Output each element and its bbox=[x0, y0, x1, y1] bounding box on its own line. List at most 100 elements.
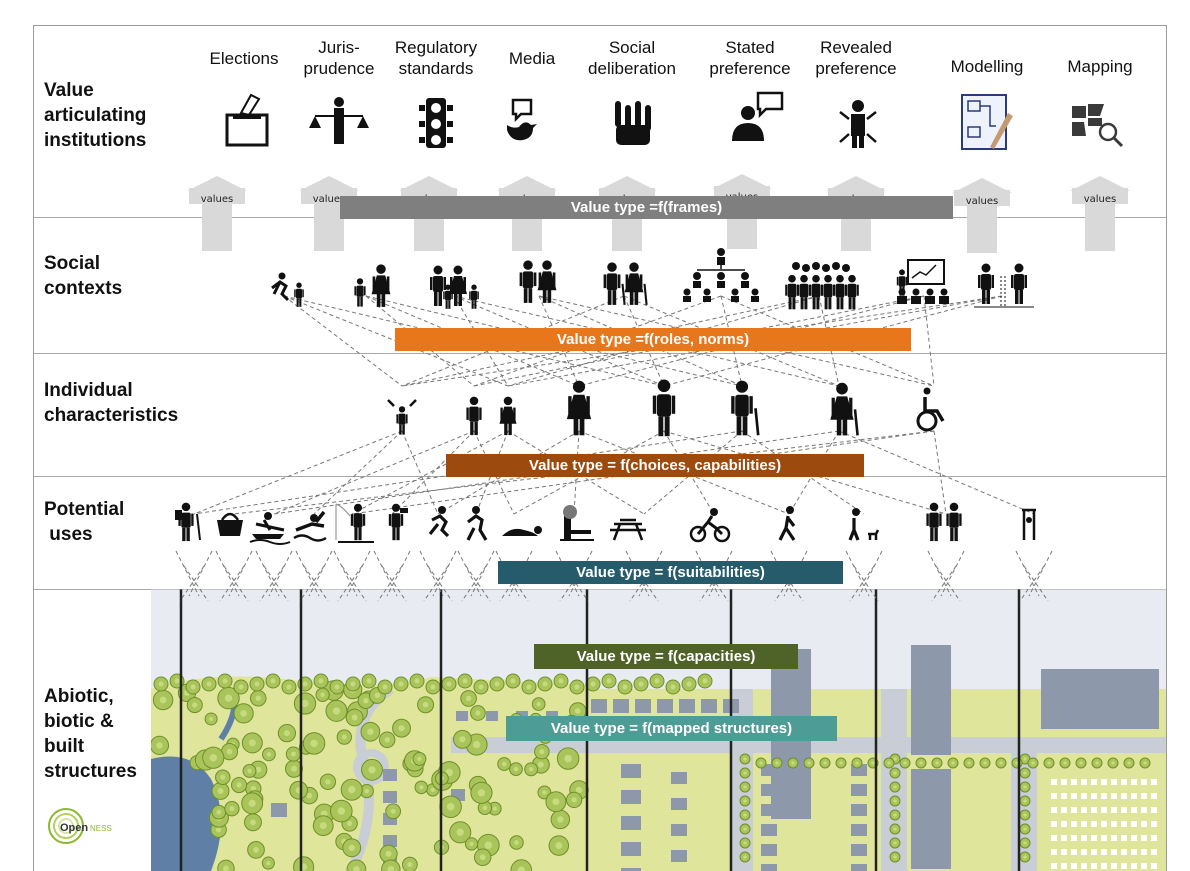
use-line-a-14 bbox=[935, 565, 961, 602]
connection-line-64 bbox=[432, 550, 457, 597]
banner-roles-norms: Value type =f(roles, norms) bbox=[395, 328, 911, 351]
connection-line-54 bbox=[228, 550, 253, 597]
connection-line-27 bbox=[193, 430, 403, 515]
values-arrow-7: values bbox=[952, 178, 1012, 253]
institution-label-3: Media bbox=[508, 49, 556, 68]
traffic-light-icon bbox=[419, 98, 453, 148]
banner-mapped-structures: Value type = f(mapped structures) bbox=[506, 716, 837, 741]
use-line-b-7 bbox=[461, 565, 487, 602]
connection-line-59 bbox=[333, 550, 358, 597]
ballot-box-icon bbox=[225, 93, 269, 147]
connection-line-56 bbox=[268, 550, 293, 597]
rowing-icon bbox=[249, 512, 291, 545]
birdwatching-icon bbox=[388, 503, 408, 541]
use-line-a-2 bbox=[263, 565, 289, 602]
two-people-fence-icon bbox=[974, 263, 1034, 308]
use-line-a-1 bbox=[223, 565, 249, 602]
man-icon bbox=[652, 379, 676, 437]
audience-presentation-icon bbox=[896, 259, 949, 304]
use-line-a-13 bbox=[853, 565, 879, 602]
values-arrow-8: values bbox=[1070, 176, 1130, 251]
connection-line-60 bbox=[346, 550, 371, 597]
connection-line-52 bbox=[188, 550, 213, 597]
banner-suitabilities: Value type = f(suitabilities) bbox=[498, 561, 843, 584]
use-line-a-4 bbox=[341, 565, 367, 602]
banner-choices-capabilities: Value type = f(choices, capabilities) bbox=[446, 454, 864, 477]
social-context-icons bbox=[271, 248, 1034, 310]
use-line-b-15 bbox=[1019, 565, 1045, 602]
divider-social bbox=[34, 353, 1166, 354]
institution-icons bbox=[225, 91, 1124, 150]
connection-line-66 bbox=[470, 550, 495, 597]
kids-running-icon bbox=[271, 272, 304, 307]
swimming-icon bbox=[293, 510, 327, 542]
connection-line-62 bbox=[386, 550, 411, 597]
connection-line-76 bbox=[783, 550, 808, 597]
svg-text:Open: Open bbox=[60, 822, 88, 834]
play-icon bbox=[926, 502, 962, 542]
connection-line-5 bbox=[365, 295, 743, 387]
connection-line-81 bbox=[1015, 550, 1040, 597]
use-line-b-3 bbox=[299, 565, 325, 602]
toddler-icon bbox=[387, 399, 417, 435]
institution-label-8: Mapping bbox=[1067, 57, 1133, 76]
picnic-table-icon bbox=[560, 505, 594, 541]
connection-line-57 bbox=[295, 550, 320, 597]
person-speech-icon bbox=[732, 91, 784, 141]
diagram-overlay: valuesvaluesvaluesvaluesvaluesvaluesvalu… bbox=[175, 91, 1130, 602]
institution-label-7: Modelling bbox=[950, 57, 1024, 76]
institution-label-1: Juris-prudence bbox=[303, 38, 375, 78]
connection-line-68 bbox=[508, 550, 533, 597]
connection-line-15 bbox=[720, 295, 743, 387]
use-line-b-2 bbox=[259, 565, 285, 602]
connection-line-28 bbox=[313, 430, 403, 515]
family-icon bbox=[430, 265, 479, 309]
connection-line-63 bbox=[419, 550, 444, 597]
connection-line-80 bbox=[940, 550, 965, 597]
potential-use-icons bbox=[175, 502, 1036, 545]
connection-line-26 bbox=[663, 295, 1003, 387]
values-arrow-label-7: values bbox=[966, 196, 999, 207]
map-search-icon bbox=[1072, 104, 1124, 148]
connection-line-30 bbox=[273, 430, 475, 515]
connection-line-58 bbox=[308, 550, 333, 597]
values-arrow-1: values bbox=[299, 176, 359, 251]
running-icon bbox=[428, 506, 450, 538]
use-line-b-13 bbox=[849, 565, 875, 602]
play-icon bbox=[1022, 508, 1036, 540]
connection-line-55 bbox=[255, 550, 280, 597]
couple-icon bbox=[519, 260, 557, 303]
person-arrows-icon bbox=[839, 100, 877, 148]
connection-line-31 bbox=[391, 430, 475, 515]
bench-icon bbox=[502, 526, 542, 536]
picnic-basket-icon bbox=[217, 512, 243, 536]
connection-line-33 bbox=[351, 430, 509, 515]
connection-line-21 bbox=[923, 295, 935, 387]
use-line-a-5 bbox=[381, 565, 407, 602]
walking-icon bbox=[689, 508, 731, 543]
hierarchy-icon bbox=[683, 248, 759, 302]
connection-line-0 bbox=[283, 295, 403, 387]
connection-line-69 bbox=[555, 550, 580, 597]
raised-hands-icon bbox=[615, 101, 651, 145]
connection-line-13 bbox=[623, 295, 840, 387]
connection-line-73 bbox=[695, 550, 720, 597]
use-line-a-3 bbox=[303, 565, 329, 602]
elderly-couple-icon bbox=[603, 262, 648, 306]
crowd-icon bbox=[785, 262, 859, 310]
use-line-b-14 bbox=[931, 565, 957, 602]
couple-walking-icon bbox=[848, 508, 880, 541]
row-label-potential-uses: Potential uses bbox=[44, 499, 125, 545]
connection-line-40 bbox=[663, 430, 715, 515]
values-arrow-label-8: values bbox=[1084, 194, 1117, 205]
svg-text:NESS: NESS bbox=[90, 824, 112, 833]
use-line-a-7 bbox=[465, 565, 491, 602]
connection-line-65 bbox=[457, 550, 482, 597]
use-line-a-0 bbox=[183, 565, 209, 602]
connection-line-44 bbox=[193, 430, 743, 515]
